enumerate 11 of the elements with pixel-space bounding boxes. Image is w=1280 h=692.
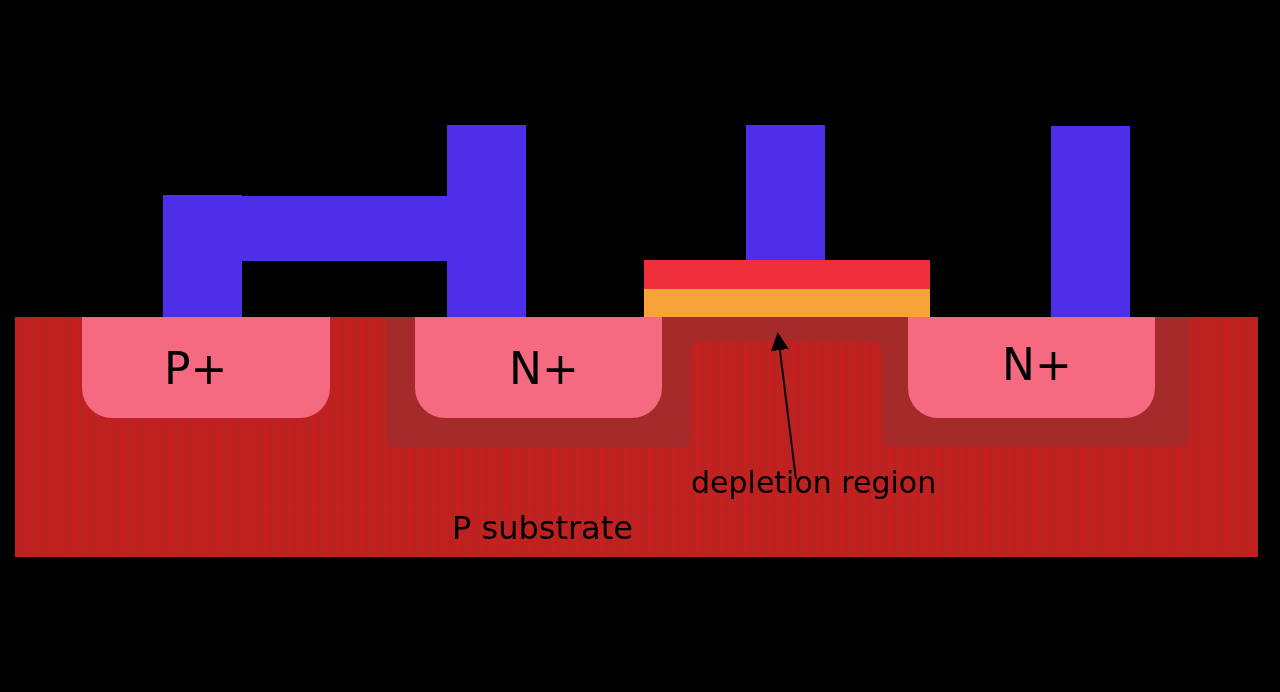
depletion-region-shape — [386, 317, 1189, 448]
region-label: P substrate — [452, 509, 633, 547]
region-label: P+ — [164, 343, 228, 394]
substrate-region — [15, 317, 1258, 557]
doped-well — [415, 317, 662, 418]
annotation-label: depletion region — [691, 465, 947, 501]
region-label: N+ — [1002, 339, 1072, 390]
leader-line — [770, 332, 797, 480]
doped-well — [908, 317, 1155, 418]
doped-well — [82, 317, 330, 418]
region-label: N+ — [509, 343, 579, 394]
